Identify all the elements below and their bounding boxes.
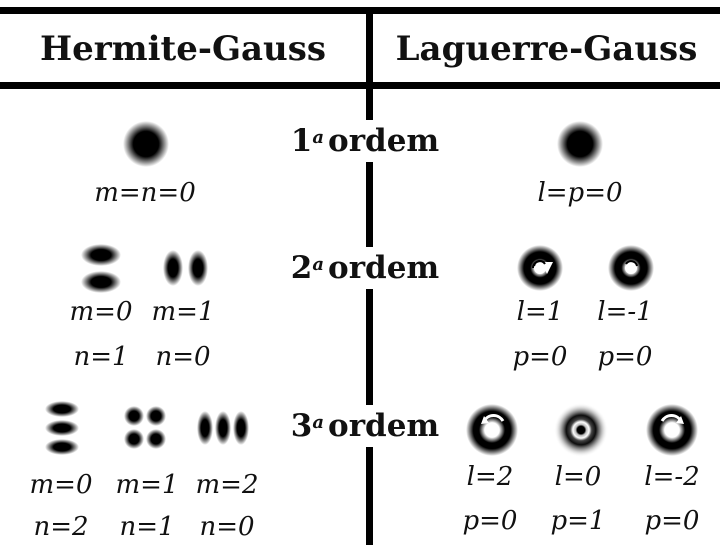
header-rule [0, 82, 720, 89]
order-word: ordem [328, 123, 440, 159]
top-rule [0, 7, 720, 14]
lg00-beam [557, 121, 603, 167]
lg2m2-l-label: l=-2 [644, 462, 700, 492]
hg00-beam [123, 121, 169, 167]
header-laguerre-gauss: Laguerre-Gauss [395, 29, 698, 69]
order-number: 1 [290, 123, 313, 159]
hg01-n-label: n=1 [73, 342, 129, 372]
header-hermite-gauss: Hermite-Gauss [39, 29, 327, 69]
order-number: 3 [290, 408, 313, 444]
order-number: 2 [290, 250, 313, 286]
order-word: ordem [328, 250, 440, 286]
lg20-beam [466, 404, 518, 456]
lg10-l-label: l=1 [516, 297, 564, 327]
order-superscript: a [312, 126, 325, 148]
hg11-m-label: m=1 [115, 470, 179, 500]
hg00-label: m=n=0 [94, 178, 196, 208]
lg01-beam [554, 403, 608, 457]
lg10-p-label: p=0 [512, 342, 568, 372]
hg11-n-label: n=1 [119, 512, 175, 542]
hg10-m-label: m=1 [151, 297, 215, 327]
lg1m1-l-label: l=-1 [597, 297, 653, 327]
hg10-n-label: n=0 [155, 342, 211, 372]
lg1m1-p-label: p=0 [597, 342, 653, 372]
lg00-label: l=p=0 [537, 178, 623, 208]
hg20-m-label: m=2 [195, 470, 259, 500]
lg10-beam [517, 245, 563, 291]
hg20-n-label: n=0 [199, 512, 255, 542]
lg01-p-label: p=1 [550, 506, 606, 536]
hg10-beam [163, 250, 208, 286]
lg2m2-p-label: p=0 [644, 506, 700, 536]
hg11-beam [124, 406, 166, 449]
hg02-n-label: n=2 [33, 512, 89, 542]
hg02-beam [45, 401, 79, 455]
hg01-beam [81, 244, 121, 293]
order-superscript: a [312, 253, 325, 275]
lg01-l-label: l=0 [554, 462, 602, 492]
lg20-p-label: p=0 [462, 506, 518, 536]
hg20-beam [197, 411, 249, 445]
hg02-m-label: m=0 [29, 470, 93, 500]
order-superscript: a [312, 411, 325, 433]
lg1m1-beam [608, 245, 654, 291]
lg2m2-beam [646, 404, 698, 456]
hg01-m-label: m=0 [69, 297, 133, 327]
order-word: ordem [328, 408, 440, 444]
lg20-l-label: l=2 [466, 462, 514, 492]
